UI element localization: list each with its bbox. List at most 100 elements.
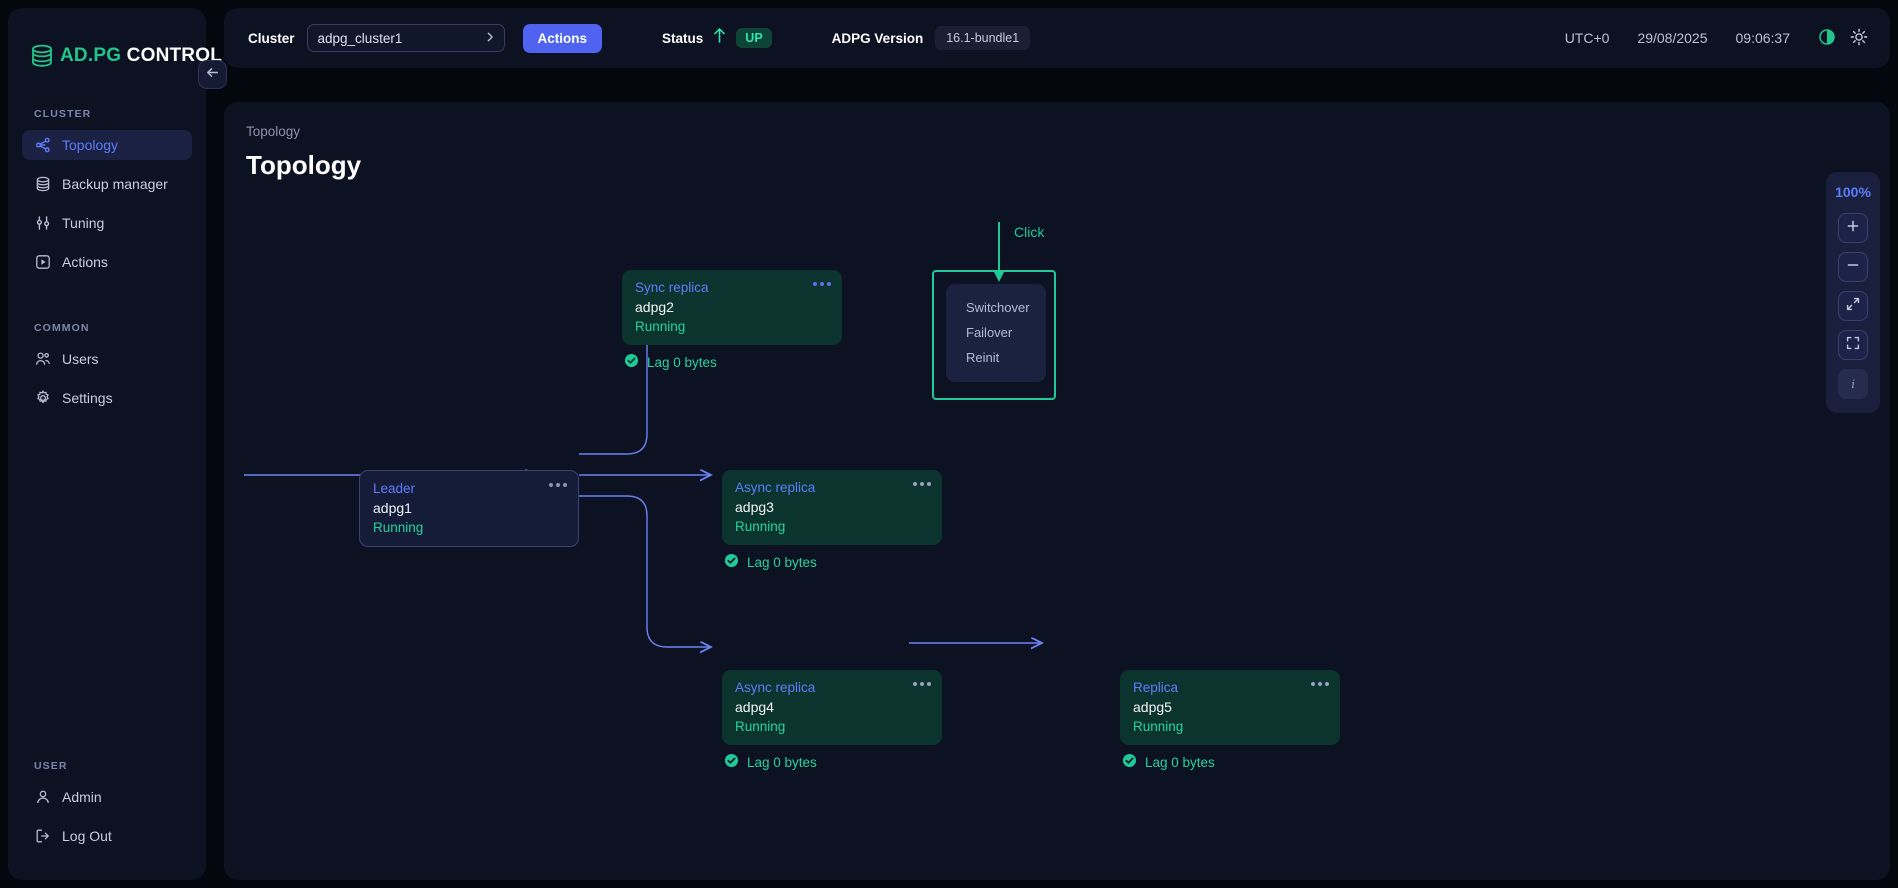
- play-square-icon: [34, 254, 51, 271]
- node-state: Running: [1133, 719, 1184, 734]
- ellipsis-icon[interactable]: [549, 483, 567, 487]
- context-menu-item-failover[interactable]: Failover: [966, 325, 1013, 340]
- sidebar-item-tuning[interactable]: Tuning: [22, 208, 192, 238]
- node-name: adpg3: [735, 499, 774, 515]
- sidebar-item-backup-manager[interactable]: Backup manager: [22, 169, 192, 199]
- node-state: Running: [373, 520, 424, 535]
- node-name: adpg5: [1133, 699, 1172, 715]
- info-icon: i: [1851, 376, 1855, 391]
- zoom-in-button[interactable]: [1838, 213, 1868, 243]
- version-label: ADPG Version: [831, 30, 924, 46]
- node-state: Running: [735, 519, 786, 534]
- node-role: Async replica: [735, 480, 816, 495]
- ellipsis-icon[interactable]: [913, 482, 931, 486]
- frame-corners-icon: [1845, 335, 1861, 356]
- zoom-out-button[interactable]: [1838, 252, 1868, 282]
- chevron-right-icon: [484, 31, 496, 46]
- node-lag-text: Lag 0 bytes: [647, 354, 717, 370]
- sidebar-item-users[interactable]: Users: [22, 344, 192, 374]
- node-state: Running: [735, 719, 786, 734]
- brand-title: AD.PG CONTROL: [60, 45, 222, 67]
- version-group: ADPG Version 16.1-bundle1: [832, 26, 1031, 50]
- topbar-icon-group: [1818, 28, 1868, 49]
- status-badge: UP: [736, 28, 772, 48]
- topology-node-adpg4[interactable]: Async replica adpg4 Running: [722, 670, 942, 745]
- actions-button[interactable]: Actions: [522, 23, 603, 53]
- node-lag-adpg3: Lag 0 bytes: [724, 553, 817, 571]
- minus-icon: [1845, 257, 1861, 278]
- expand-arrows-icon: [1845, 296, 1861, 317]
- users-icon: [34, 351, 51, 368]
- clock-group: UTC+0 29/08/2025 09:06:37: [1565, 28, 1890, 49]
- context-menu-item-reinit[interactable]: Reinit: [966, 350, 1000, 365]
- ellipsis-icon[interactable]: [913, 682, 931, 686]
- node-lag-adpg4: Lag 0 bytes: [724, 753, 817, 771]
- check-circle-icon: [724, 553, 739, 571]
- main-panel: Topology Topology: [224, 102, 1890, 880]
- topology-node-adpg2[interactable]: Sync replica adpg2 Running: [622, 270, 842, 345]
- sidebar-item-label: Log Out: [62, 828, 112, 844]
- top-bar: Cluster adpg_cluster1 Actions Status UP …: [224, 8, 1890, 68]
- topology-node-adpg5[interactable]: Replica adpg5 Running: [1120, 670, 1340, 745]
- node-context-menu[interactable]: Switchover Failover Reinit: [946, 284, 1046, 382]
- sidebar-item-admin[interactable]: Admin: [22, 782, 192, 812]
- context-menu-highlight: [932, 270, 1056, 400]
- sidebar-user-section: USER Admin Log Out: [8, 760, 206, 880]
- cluster-select-value: adpg_cluster1: [317, 30, 403, 46]
- topology-node-adpg3[interactable]: Async replica adpg3 Running: [722, 470, 942, 545]
- status-label: Status: [662, 30, 704, 46]
- sidebar-item-label: Topology: [62, 137, 119, 153]
- cluster-label: Cluster: [248, 30, 295, 46]
- node-role: Sync replica: [635, 280, 709, 295]
- sidebar-item-label: Admin: [62, 789, 102, 805]
- node-lag-adpg5: Lag 0 bytes: [1122, 753, 1215, 771]
- user-icon: [34, 789, 51, 806]
- topology-canvas[interactable]: Click Sync replica adpg2 Running Lag 0 b…: [224, 102, 1890, 880]
- arrow-down-icon: [993, 222, 1005, 282]
- database-icon: [30, 44, 56, 68]
- node-state: Running: [635, 319, 686, 334]
- sidebar-item-label: Actions: [62, 254, 108, 270]
- sidebar-item-label: Backup manager: [62, 176, 168, 192]
- ellipsis-icon[interactable]: [1311, 682, 1329, 686]
- sidebar-collapse-button[interactable]: [198, 60, 227, 89]
- ellipsis-icon[interactable]: [813, 282, 831, 286]
- sun-icon[interactable]: [1850, 28, 1868, 49]
- sidebar-item-actions[interactable]: Actions: [22, 247, 192, 277]
- date-label: 29/08/2025: [1637, 30, 1708, 46]
- nav-divider-gap: [8, 286, 206, 322]
- zoom-level-label: 100%: [1835, 184, 1871, 200]
- arrow-up-icon: [712, 27, 727, 49]
- time-label: 09:06:37: [1735, 30, 1791, 46]
- node-name: adpg2: [635, 299, 674, 315]
- breadcrumb: Topology: [246, 124, 301, 139]
- sidebar-nav: CLUSTER Topology: [8, 78, 206, 422]
- sliders-icon: [34, 215, 51, 232]
- half-moon-icon[interactable]: [1818, 28, 1836, 49]
- node-lag-text: Lag 0 bytes: [747, 754, 817, 770]
- node-lag-text: Lag 0 bytes: [1145, 754, 1215, 770]
- nav-section-label-common: COMMON: [34, 322, 90, 334]
- sidebar-item-log-out[interactable]: Log Out: [22, 821, 192, 851]
- sidebar-item-label: Users: [62, 351, 99, 367]
- timezone-label: UTC+0: [1564, 30, 1610, 46]
- brand-logo-area: AD.PG CONTROL: [8, 8, 222, 78]
- nav-section-label-cluster: CLUSTER: [34, 108, 92, 120]
- share-nodes-icon: [34, 137, 51, 154]
- cluster-select[interactable]: adpg_cluster1: [306, 24, 505, 52]
- zoom-control-panel: 100%: [1826, 172, 1880, 413]
- nav-section-label-user: USER: [34, 760, 68, 772]
- topology-node-adpg1[interactable]: Leader adpg1 Running: [359, 470, 579, 547]
- sidebar-item-topology[interactable]: Topology: [22, 130, 192, 160]
- context-menu-item-switchover[interactable]: Switchover: [966, 300, 1030, 315]
- info-button[interactable]: i: [1838, 369, 1868, 399]
- arrow-left-icon: [205, 65, 220, 85]
- page-title: Topology: [246, 150, 362, 180]
- brand-part-1: AD.PG: [60, 45, 122, 66]
- sidebar: AD.PG CONTROL CLUSTER Topology: [8, 8, 227, 880]
- fit-view-button[interactable]: [1838, 291, 1868, 321]
- fullscreen-button[interactable]: [1838, 330, 1868, 360]
- sidebar-item-settings[interactable]: Settings: [22, 383, 192, 413]
- sidebar-spacer: [8, 422, 206, 760]
